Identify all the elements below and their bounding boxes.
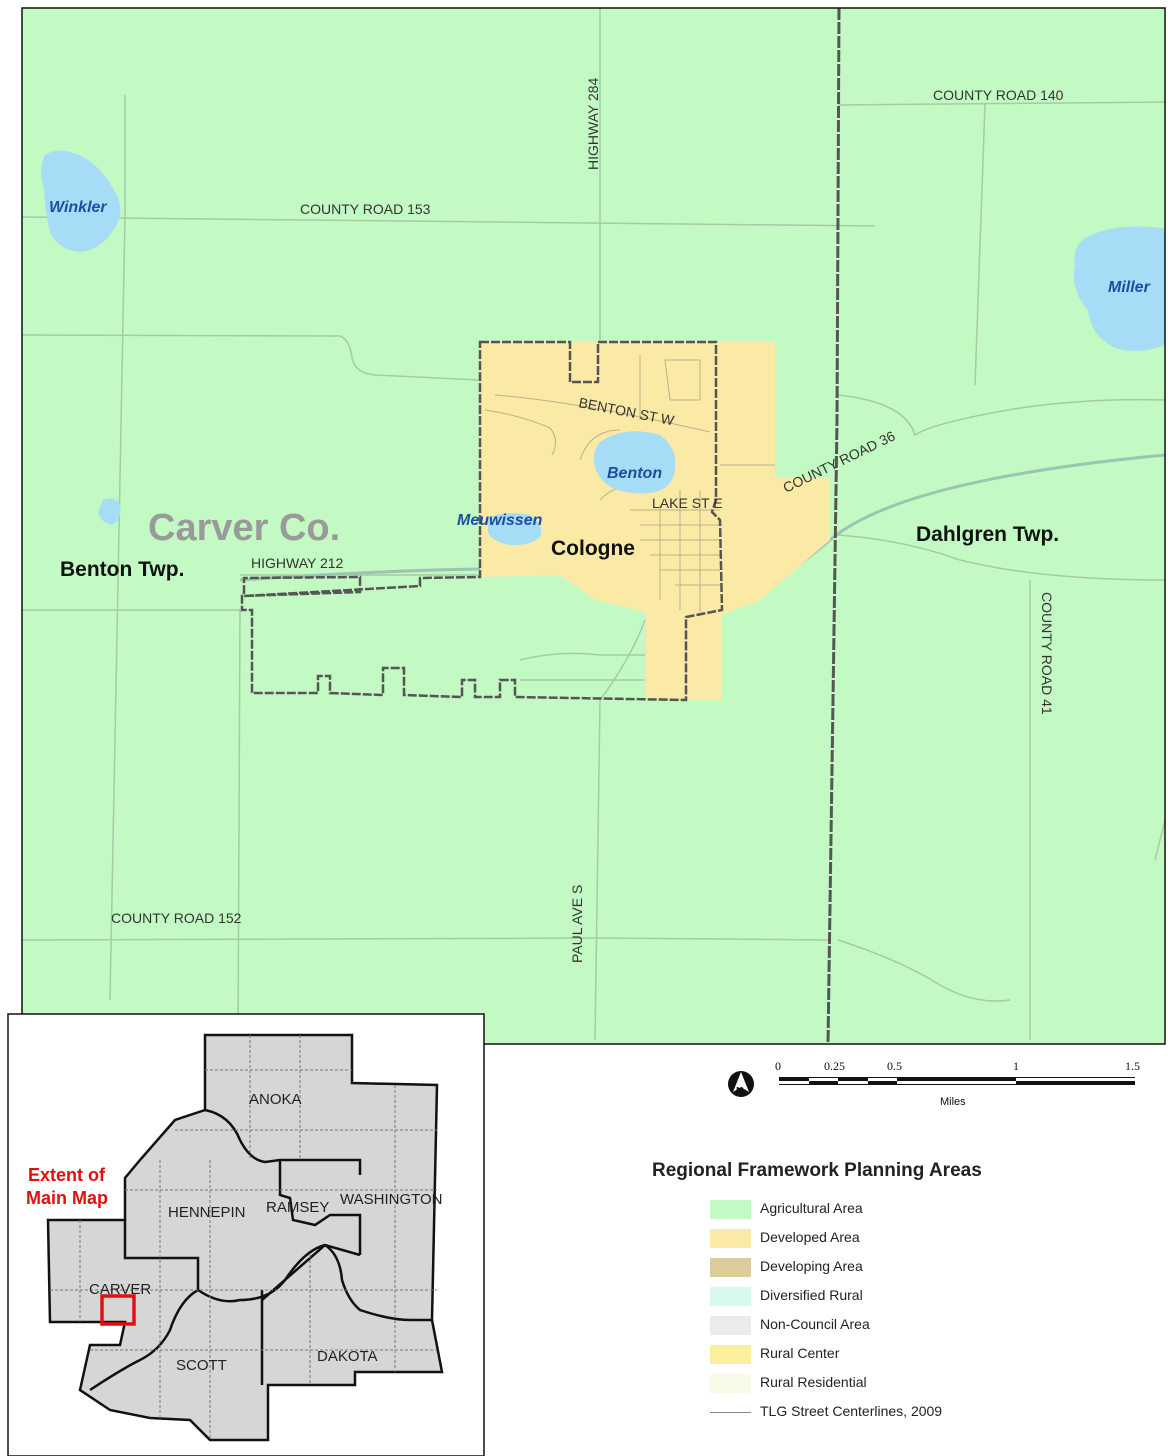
- legend-item: Agricultural Area: [650, 1196, 1050, 1225]
- legend-swatch: [710, 1229, 751, 1248]
- highway-284-label: HIGHWAY 284: [585, 77, 601, 170]
- benton-lake-label: Benton: [607, 465, 662, 482]
- legend-item-label: Developing Area: [760, 1258, 863, 1274]
- legend-item: Rural Center: [650, 1341, 1050, 1370]
- legend-item: Developed Area: [650, 1225, 1050, 1254]
- winkler-lake: [41, 150, 121, 252]
- north-arrow: N: [728, 1071, 754, 1097]
- legend-swatch: [710, 1287, 751, 1306]
- cologne-city-boundary: [240, 340, 724, 702]
- scale-unit: Miles: [940, 1096, 966, 1108]
- street-line-swatch: [710, 1412, 751, 1413]
- legend-item: Developing Area: [650, 1254, 1050, 1283]
- lake-st-e-label: LAKE ST E: [652, 495, 723, 511]
- legend-item-label: Agricultural Area: [760, 1200, 863, 1216]
- scale-tick-05: 0.5: [887, 1059, 902, 1073]
- small-pond: [98, 498, 121, 525]
- legend-line-item: TLG Street Centerlines, 2009: [650, 1399, 1050, 1428]
- miller-lake-label: Miller: [1108, 279, 1151, 296]
- rural-center-area: [480, 342, 830, 700]
- legend-item-label: Diversified Rural: [760, 1287, 863, 1303]
- scale-bar: 0 0.25 0.5 1 1.5 Miles: [775, 1059, 1140, 1108]
- legend-item-label: Non-Council Area: [760, 1316, 870, 1332]
- legend-item: Rural Residential: [650, 1370, 1050, 1399]
- meuwissen-lake: [488, 513, 542, 546]
- legend-swatch: [710, 1316, 751, 1335]
- scale-tick-025: 0.25: [824, 1059, 845, 1073]
- legend-item-label: Developed Area: [760, 1229, 860, 1245]
- legend-item-label: Rural Residential: [760, 1374, 867, 1390]
- main-map-frame: [21, 7, 1166, 1045]
- county-road-152-label: COUNTY ROAD 152: [111, 910, 242, 926]
- dahlgren-twp-label: Dahlgren Twp.: [916, 523, 1059, 546]
- miller-lake: [1073, 226, 1165, 351]
- benton-twp-label: Benton Twp.: [60, 558, 184, 581]
- meuwissen-lake-label: Meuwissen: [457, 512, 543, 529]
- cologne-city-label: Cologne: [551, 537, 635, 560]
- county-road-140-label: COUNTY ROAD 140: [933, 87, 1064, 103]
- legend-title: Regional Framework Planning Areas: [652, 1160, 982, 1181]
- paul-ave-s-label: PAUL AVE S: [569, 885, 585, 963]
- legend: Regional Framework Planning Areas Agricu…: [650, 1160, 1050, 1428]
- scale-tick-15: 1.5: [1125, 1059, 1140, 1073]
- township-boundary: [826, 7, 841, 1045]
- legend-item: Non-Council Area: [650, 1312, 1050, 1341]
- scale-tick-1: 1: [1013, 1059, 1019, 1073]
- street-centerlines: [21, 8, 1166, 1041]
- legend-swatch: [710, 1200, 751, 1219]
- highway-212-label: HIGHWAY 212: [251, 555, 344, 571]
- legend-item: Diversified Rural: [650, 1283, 1050, 1312]
- benton-lake: [593, 431, 676, 494]
- winkler-lake-label: Winkler: [49, 199, 107, 216]
- county-label: Carver Co.: [148, 507, 340, 549]
- county-road-41-label: COUNTY ROAD 41: [1039, 592, 1055, 715]
- legend-item-label: Rural Center: [760, 1345, 840, 1361]
- legend-swatch: [710, 1374, 751, 1393]
- legend-swatch: [710, 1345, 751, 1364]
- scale-tick-0: 0: [775, 1059, 781, 1073]
- county-road-153-label: COUNTY ROAD 153: [300, 201, 431, 217]
- north-arrow-letter: N: [736, 1086, 743, 1097]
- legend-swatch: [710, 1258, 751, 1277]
- legend-line-label: TLG Street Centerlines, 2009: [760, 1403, 943, 1419]
